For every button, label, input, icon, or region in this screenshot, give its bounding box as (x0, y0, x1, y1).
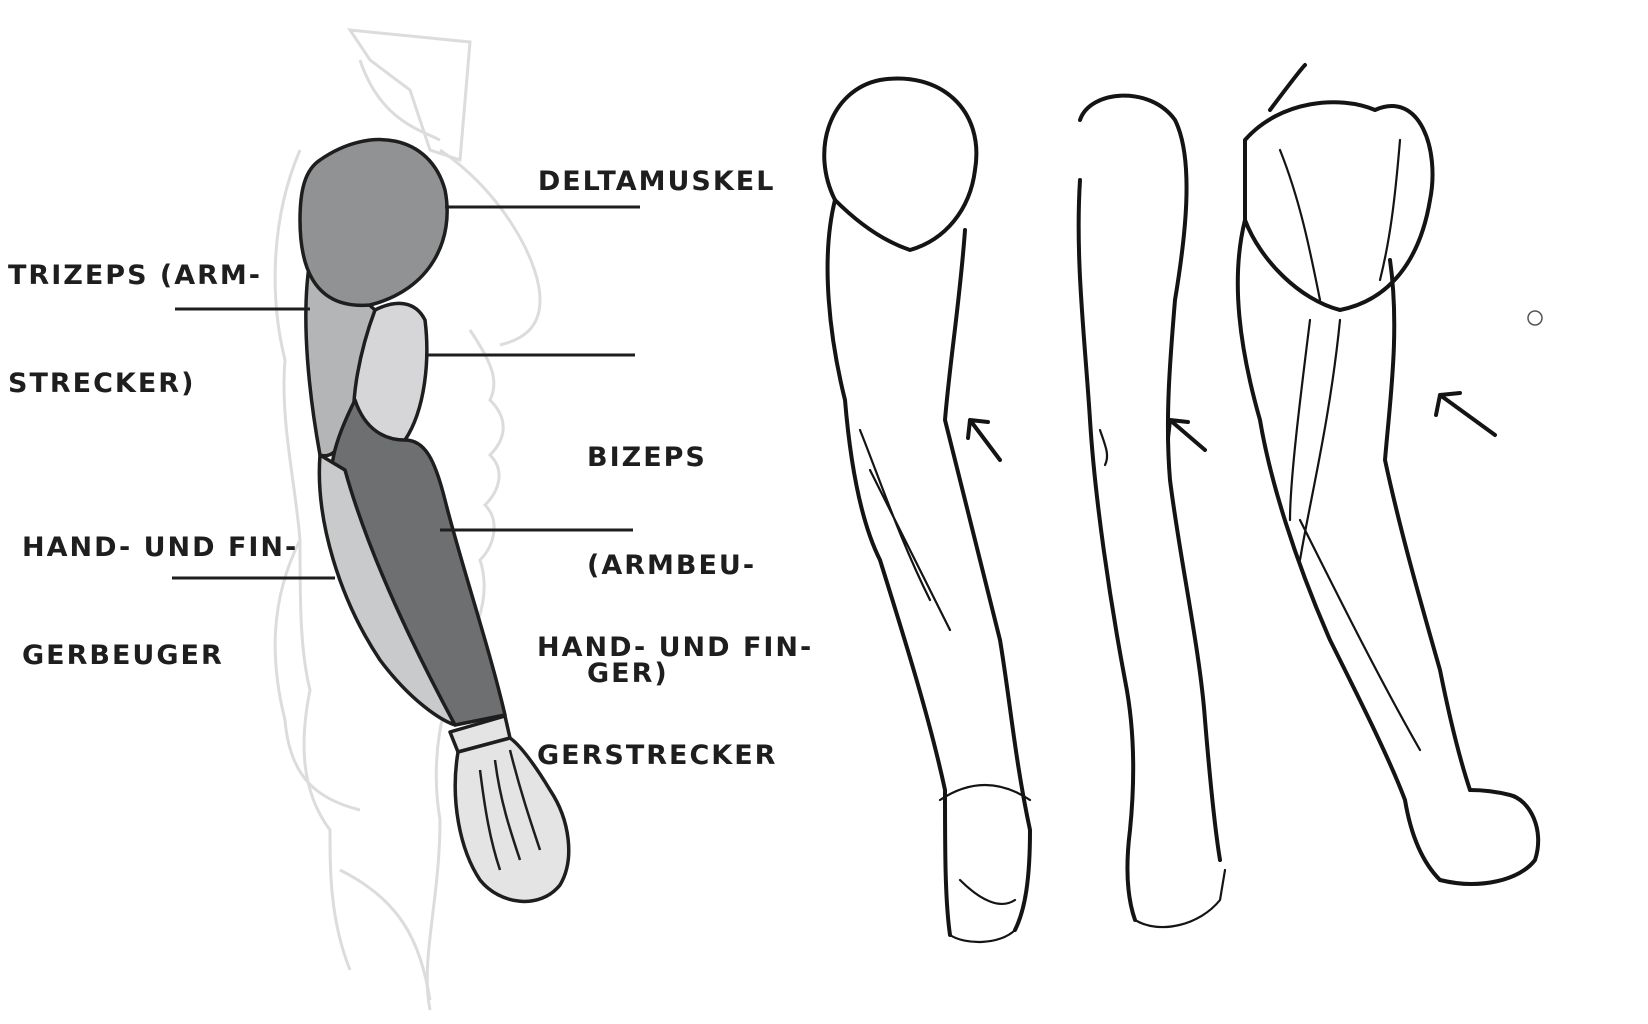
arm-side-view-sketch (1076, 93, 1227, 929)
label-trizeps: TRIZEPS (ARM- STRECKER) (8, 186, 262, 438)
label-bizeps-line2: (ARMBEU- (587, 550, 757, 581)
arm-front-view-sketch (822, 76, 1032, 944)
label-fingerbeuger: HAND- UND FIN- GERBEUGER (22, 458, 298, 710)
flexor-muscle (317, 453, 457, 727)
arm-flexed-muscular-sketch (1235, 63, 1541, 886)
circle-marker-icon (1527, 310, 1543, 326)
label-bizeps: BIZEPS (ARMBEU- GER) (587, 368, 756, 728)
label-pointers (172, 205, 640, 580)
label-trizeps-line2: STRECKER) (8, 368, 196, 399)
deltoid-muscle (298, 137, 449, 307)
label-deltamuskel-text: DELTAMUSKEL (537, 166, 776, 197)
label-strecker-line1: HAND- UND FIN- (537, 632, 814, 663)
label-trizeps-line1: TRIZEPS (ARM- (8, 260, 263, 291)
label-beuger-line1: HAND- UND FIN- (22, 532, 299, 563)
label-deltamuskel: DELTAMUSKEL (515, 128, 775, 200)
label-bizeps-line3: GER) (587, 658, 669, 689)
label-beuger-line2: GERBEUGER (22, 640, 224, 671)
label-bizeps-line1: BIZEPS (587, 442, 707, 473)
hand (453, 736, 571, 904)
label-strecker-line2: GERSTRECKER (537, 740, 778, 771)
label-fingerstrecker: HAND- UND FIN- GERSTRECKER (537, 558, 813, 810)
arm-muscles (298, 137, 571, 904)
